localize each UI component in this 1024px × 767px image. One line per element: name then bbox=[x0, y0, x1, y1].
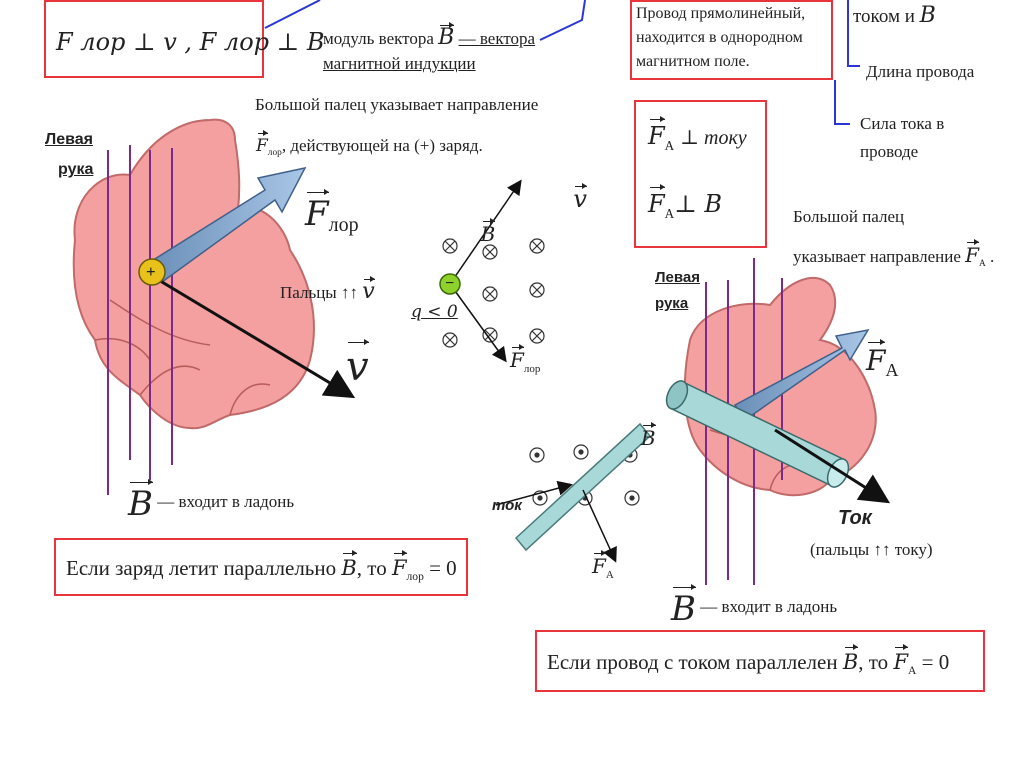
fingers-label: Пальцы ↑↑ v bbox=[280, 276, 376, 304]
field-lines-left bbox=[107, 145, 173, 495]
f-lor-label: Fлор bbox=[305, 189, 359, 236]
parallel-wire-text: Если провод с током параллелен B, то FA … bbox=[547, 644, 950, 678]
wire-condition-line-3: магнитном поле. bbox=[636, 53, 750, 70]
right-thumb-line-1: Большой палец bbox=[793, 207, 905, 226]
b-enters-right: B — входит в ладонь bbox=[671, 584, 838, 629]
left-hand-drawing-1 bbox=[72, 118, 315, 430]
wire-rod bbox=[514, 422, 652, 552]
middle-crosses bbox=[442, 238, 545, 348]
left-hand-label-1: Левая bbox=[45, 131, 93, 148]
middle-b-label: B bbox=[480, 218, 496, 246]
right-left-hand-label-1: Левая bbox=[655, 269, 700, 286]
parallel-charge-box: Если заряд летит параллельно B, то Fлор … bbox=[54, 538, 468, 596]
fa-perp-current: FA ⊥ току bbox=[648, 116, 747, 153]
modulus-line-1: модуль вектора B — вектора bbox=[323, 22, 536, 50]
current-arrow bbox=[774, 428, 891, 504]
middle-minus: − bbox=[445, 275, 455, 292]
wire-condition-line-2: находится в однородном bbox=[636, 29, 803, 46]
right-left-hand-label-2: рука bbox=[655, 295, 689, 312]
current-strength-label-2: проводе bbox=[860, 142, 919, 161]
current-b-label: током и B bbox=[853, 3, 936, 28]
current-label: Ток bbox=[838, 507, 872, 529]
b-enters-left: B — входит в ладонь bbox=[128, 479, 295, 524]
fa-arrow bbox=[733, 328, 870, 422]
right-thumb-line-2: указывает направление FA . bbox=[793, 239, 995, 270]
wire-length-label: Длина провода bbox=[866, 62, 975, 81]
wire-tok-label: ток bbox=[492, 497, 522, 514]
negative-charge bbox=[439, 273, 461, 295]
ampere-force-box: FA ⊥ току FA⊥ B bbox=[634, 100, 767, 248]
middle-f-label: Fлор bbox=[510, 344, 541, 375]
f-lor-arrow bbox=[148, 166, 307, 284]
perpendicular-rule-box: F лор ⊥ v , F лор ⊥ B bbox=[44, 0, 325, 78]
perpendicular-rule: F лор ⊥ v , F лор ⊥ B bbox=[56, 28, 325, 56]
left-hand-label-2: рука bbox=[58, 161, 94, 178]
thumb-rule-line-2: Fлор, действующей на (+) заряд. bbox=[256, 130, 483, 159]
current-strength-label-1: Сила тока в bbox=[860, 114, 945, 133]
v-big-label: v bbox=[346, 339, 369, 390]
middle-v-arrow bbox=[449, 179, 522, 285]
middle-f-arrow bbox=[449, 283, 507, 363]
fingers-current-label: (пальцы ↑↑ току) bbox=[810, 540, 933, 559]
middle-v-label: v bbox=[573, 183, 587, 213]
modulus-line-2: магнитной индукции bbox=[323, 54, 476, 73]
wire-condition-line-1: Провод прямолинейный, bbox=[636, 5, 806, 22]
v-arrow bbox=[151, 274, 356, 399]
plus-sign: + bbox=[146, 262, 156, 281]
wire-tok-arrow bbox=[495, 480, 573, 506]
connector-lines bbox=[264, 0, 860, 125]
parallel-charge-text: Если заряд летит параллельно B, то Fлор … bbox=[66, 550, 457, 584]
parallel-wire-box: Если провод с током параллелен B, то FA … bbox=[535, 630, 985, 692]
positive-charge bbox=[138, 258, 166, 286]
wire-f-label: FA bbox=[592, 550, 614, 581]
middle-q-label: q < 0 bbox=[411, 302, 458, 322]
fa-label: FA bbox=[866, 339, 899, 380]
wire-f-arrow bbox=[582, 489, 617, 563]
wire-b-label: B bbox=[640, 422, 656, 450]
thumb-rule-line-1: Большой палец указывает направление bbox=[255, 95, 539, 114]
fa-perp-b: FA⊥ B bbox=[648, 184, 723, 221]
wire-condition-box: Провод прямолинейный, находится в одноро… bbox=[630, 0, 833, 80]
